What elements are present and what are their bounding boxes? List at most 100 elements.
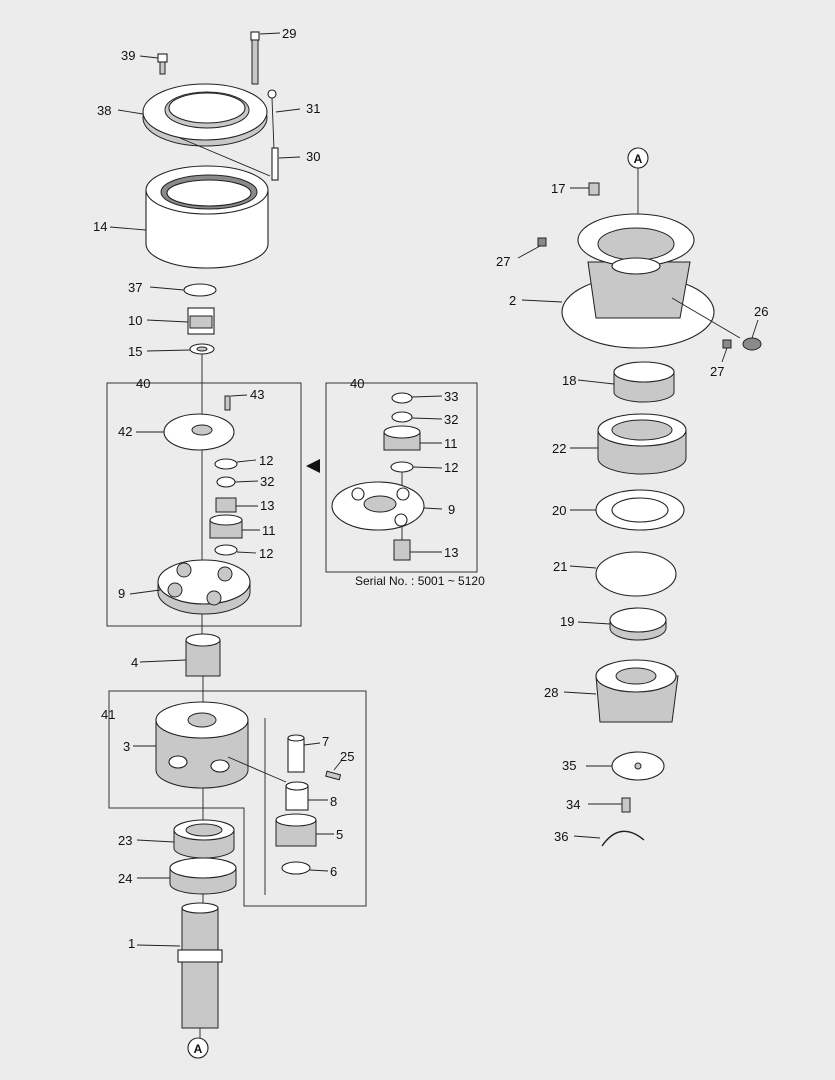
callout-23: 23	[118, 833, 132, 848]
callout-34: 34	[566, 797, 580, 812]
callout-labels: 39 29 38 31 30 14 37 10 15 40 43 42 12 3…	[93, 26, 768, 1056]
part-12-washer-a	[214, 458, 257, 470]
callout-21: 21	[553, 559, 567, 574]
callout-17: 17	[551, 181, 565, 196]
part-32-ring	[216, 476, 259, 488]
part-37-snap-ring	[149, 283, 217, 297]
callout-14: 14	[93, 219, 107, 234]
callout-28: 28	[544, 685, 558, 700]
part-32-ring-variant	[391, 411, 443, 423]
callout-22: 22	[552, 441, 566, 456]
callout-12-b: 12	[259, 546, 273, 561]
callout-33: 33	[444, 389, 458, 404]
callout-32-a: 32	[260, 474, 274, 489]
callout-11-a: 11	[262, 523, 276, 538]
part-42-plate	[136, 413, 235, 451]
part-29-long-bolt	[250, 31, 281, 85]
callout-15: 15	[128, 344, 142, 359]
part-14-ring-gear	[109, 165, 269, 269]
part-13-bearing-variant	[393, 539, 442, 561]
part-36-lock-wire	[573, 830, 645, 847]
part-26-plug	[742, 319, 762, 351]
part-31-dipstick	[267, 89, 301, 151]
part-25-spring-pin	[325, 759, 343, 781]
assembly-40-variant-box	[325, 382, 478, 573]
part-35-plate	[586, 751, 665, 781]
part-23-bearing	[136, 819, 235, 859]
part-5-planet-gear	[275, 813, 334, 847]
part-24-seal	[137, 857, 237, 895]
callout-40-left: 40	[136, 376, 150, 391]
part-2-housing	[521, 213, 741, 349]
callout-27-b: 27	[710, 364, 724, 379]
callout-7: 7	[322, 734, 329, 749]
part-30-pipe	[271, 147, 301, 181]
callout-5: 5	[336, 827, 343, 842]
part-20-shim	[570, 489, 685, 531]
part-33-snap-ring	[391, 392, 443, 404]
part-38-cover-plate	[117, 83, 271, 177]
part-39-bolt	[139, 53, 168, 75]
serial-note: Serial No. : 5001 ~ 5120	[355, 574, 485, 588]
callout-31: 31	[306, 101, 320, 116]
callout-26: 26	[754, 304, 768, 319]
reference-label-a-bottom: A	[194, 1042, 203, 1056]
part-43-bolt	[224, 394, 248, 411]
callout-12-a: 12	[259, 453, 273, 468]
callout-41: 41	[101, 707, 115, 722]
callout-37: 37	[128, 280, 142, 295]
callout-12-c: 12	[444, 460, 458, 475]
triangle-pointer-left-icon	[306, 459, 320, 473]
callout-1: 1	[128, 936, 135, 951]
part-3-carrier	[133, 701, 287, 789]
part-17-plug	[570, 182, 600, 196]
callout-24: 24	[118, 871, 132, 886]
callout-35: 35	[562, 758, 576, 773]
assembly-41-box	[108, 690, 367, 907]
reference-label-a-top: A	[634, 152, 643, 166]
part-7-pin	[287, 734, 321, 773]
callout-13-a: 13	[260, 498, 274, 513]
part-11-gear	[209, 514, 260, 539]
callout-9-a: 9	[118, 586, 125, 601]
callout-19: 19	[560, 614, 574, 629]
callout-9-b: 9	[448, 502, 455, 517]
callout-3: 3	[123, 739, 130, 754]
callout-36: 36	[554, 829, 568, 844]
part-22-bearing	[570, 413, 687, 475]
part-8-bushing	[285, 781, 328, 811]
callout-8: 8	[330, 794, 337, 809]
callout-20: 20	[552, 503, 566, 518]
part-4-sun-gear	[139, 633, 221, 960]
part-34-bolt	[588, 797, 631, 813]
callout-25: 25	[340, 749, 354, 764]
callout-13-b: 13	[444, 545, 458, 560]
callout-29: 29	[282, 26, 296, 41]
part-28-pinion	[563, 659, 679, 723]
callout-6: 6	[330, 864, 337, 879]
part-9-carrier	[129, 559, 251, 615]
callout-43: 43	[250, 387, 264, 402]
callout-10: 10	[128, 313, 142, 328]
callout-27-a: 27	[496, 254, 510, 269]
callout-30: 30	[306, 149, 320, 164]
part-6-thrust-washer	[281, 861, 329, 875]
assembly-40-box	[106, 382, 302, 627]
callout-11-b: 11	[444, 436, 458, 451]
part-9-carrier-variant	[331, 481, 443, 531]
part-11-gear-variant	[383, 425, 442, 451]
part-21-ring	[569, 551, 677, 597]
callout-4: 4	[131, 655, 138, 670]
part-19-seal	[577, 607, 667, 641]
callout-18: 18	[562, 373, 576, 388]
part-10-gear	[146, 307, 215, 335]
callout-32-b: 32	[444, 412, 458, 427]
callout-40-right: 40	[350, 376, 364, 391]
part-27-plug-b	[721, 339, 732, 363]
callout-39: 39	[121, 48, 135, 63]
part-13-bearing	[215, 497, 258, 513]
part-27-plug-a	[517, 237, 547, 259]
part-18-collar	[577, 361, 675, 403]
callout-38: 38	[97, 103, 111, 118]
